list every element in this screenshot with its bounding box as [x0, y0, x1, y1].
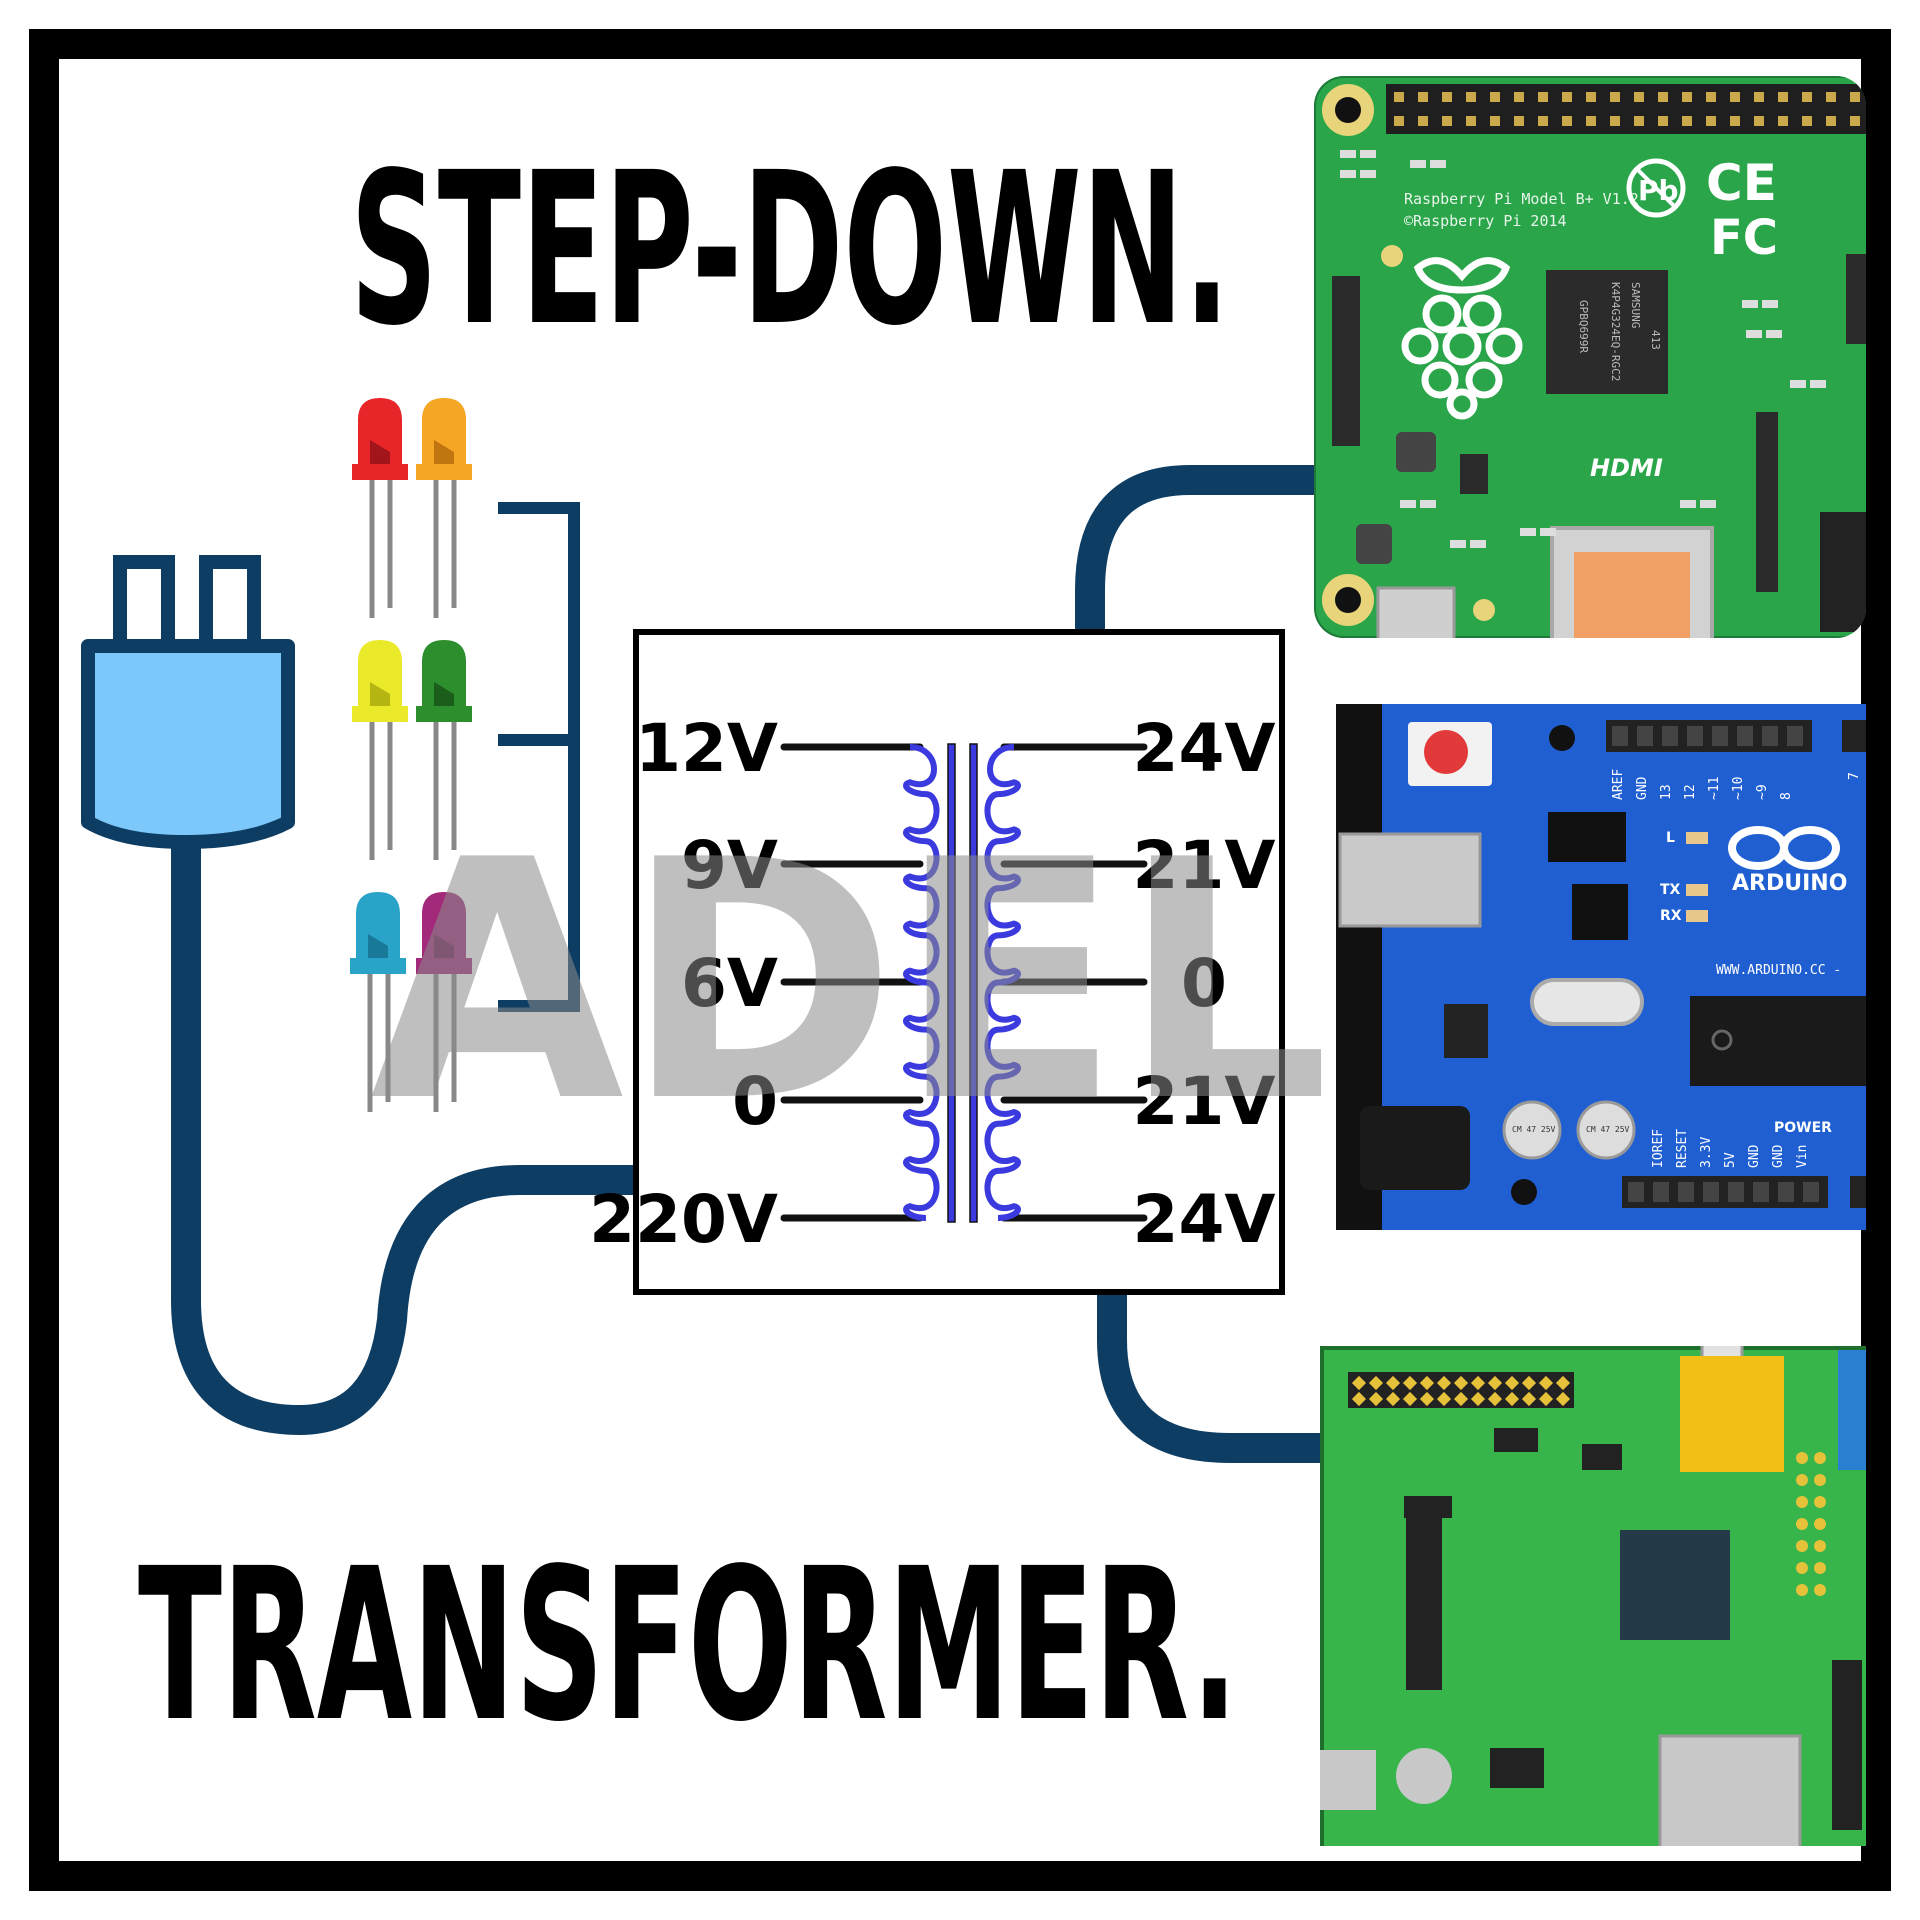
arduino-pin-label: IOREF — [1651, 1129, 1666, 1168]
power-cable — [171, 830, 655, 1436]
mcu-chip-small — [1572, 884, 1628, 940]
primary-voltage-label: 0 — [732, 1063, 778, 1140]
raspberry-pi-a — [1320, 1346, 1866, 1846]
arduino-pin-label: 8 — [1779, 792, 1794, 800]
header-bottom — [1622, 1176, 1828, 1208]
led-icon — [416, 398, 472, 618]
crystal — [1530, 978, 1644, 1026]
svg-text:K4P4G324EQ-RGC2: K4P4G324EQ-RGC2 — [1609, 282, 1622, 381]
led-icon — [352, 640, 408, 860]
svg-text:TX: TX — [1660, 882, 1681, 898]
svg-text:CM 47 25V: CM 47 25V — [1586, 1125, 1630, 1134]
secondary-coil — [984, 744, 1021, 1221]
svg-text:POWER: POWER — [1774, 1120, 1832, 1136]
watermark: ADEL — [370, 790, 1330, 1174]
transformer-box — [633, 629, 1285, 1295]
capacitor-left: CM 47 25V — [1502, 1100, 1562, 1160]
arduino-pin-label: Vin — [1795, 1145, 1810, 1168]
svg-text:CM 47 25V: CM 47 25V — [1512, 1125, 1556, 1134]
fc-mark: FC — [1710, 210, 1778, 266]
primary-voltage-label: 9V — [681, 827, 778, 904]
rpi-model-text: Raspberry Pi Model B+ V1.2 — [1404, 190, 1639, 208]
svg-text:GPBQ699R: GPBQ699R — [1577, 300, 1590, 353]
arduino-pin-label: 12 — [1683, 784, 1698, 800]
core-right — [969, 743, 978, 1223]
arduino-pin-label: ~9 — [1755, 784, 1770, 800]
arduino-pin-label: 3.3V — [1699, 1137, 1714, 1168]
led-icon — [350, 892, 406, 1112]
reset-button — [1408, 722, 1492, 786]
pb-free-icon: Pb — [1626, 158, 1686, 218]
svg-text:SAMSUNG: SAMSUNG — [1629, 282, 1642, 328]
header-top — [1606, 720, 1812, 752]
cable-to-rpi-bplus — [1075, 465, 1318, 632]
usb-b-port — [1338, 832, 1482, 928]
audio-jack — [1820, 512, 1866, 632]
hdmi-label: HDMI — [1590, 454, 1663, 482]
core-left — [947, 743, 956, 1223]
raspberry-logo — [1401, 257, 1523, 420]
title-step-down: STEP-DOWN. — [350, 127, 1230, 372]
arduino-uno: AREF GND 13 12 ~11 ~10 ~9 8 7 IOREF RESET 3.3V 5V GN… — [1336, 704, 1866, 1230]
secondary-voltage-label: 0 — [1181, 945, 1227, 1022]
arduino-pin-label: GND — [1747, 1144, 1762, 1168]
arduino-pin-label: 13 — [1659, 784, 1674, 800]
arduino-pin-label: AREF — [1611, 769, 1626, 800]
display-connector — [1406, 1500, 1442, 1690]
plug-icon — [81, 555, 295, 849]
led-icon — [416, 892, 472, 1112]
arduino-pin-label: ~11 — [1707, 777, 1722, 800]
dc-jack — [1360, 1106, 1470, 1190]
arduino-pin-label: GND — [1771, 1144, 1786, 1168]
led-icon — [352, 398, 408, 618]
rpi-copyright-text: ©Raspberry Pi 2014 — [1404, 212, 1567, 230]
primary-coil — [903, 744, 940, 1221]
cable-to-rpi-a — [1097, 1290, 1330, 1463]
secondary-voltage-label: 24V — [1133, 710, 1276, 787]
title-transformer: TRANSFORMER. — [138, 1523, 1238, 1768]
secondary-voltage-label: 21V — [1133, 827, 1276, 904]
led-icon — [416, 640, 472, 860]
svg-text:RX: RX — [1660, 908, 1682, 924]
arduino-pin-label: ~10 — [1731, 777, 1746, 800]
gpio-header — [1386, 84, 1866, 134]
usb-port — [1658, 1734, 1802, 1846]
soc-chip-a — [1620, 1530, 1730, 1640]
capacitor-right: CM 47 25V — [1576, 1100, 1636, 1160]
atmega-chip — [1690, 996, 1866, 1086]
primary-voltage-label: 220V — [589, 1181, 778, 1258]
arduino-brand: ARDUINO — [1732, 871, 1847, 896]
arduino-url: WWW.ARDUINO.CC - — [1716, 963, 1841, 978]
soc-chip — [1546, 270, 1668, 394]
arduino-pin-label: 7 — [1847, 772, 1862, 780]
secondary-voltage-label: 24V — [1133, 1181, 1276, 1258]
rca-connector — [1680, 1346, 1784, 1472]
arduino-pin-label: GND — [1635, 776, 1650, 800]
transformer-symbol — [780, 743, 1148, 1223]
svg-text:L: L — [1666, 830, 1675, 846]
primary-voltage-label: 12V — [635, 710, 778, 787]
led-group — [350, 398, 472, 1112]
arduino-infinity-logo — [1728, 826, 1840, 870]
micro-usb-port — [1376, 586, 1456, 638]
arduino-pin-label: 5V — [1723, 1152, 1738, 1168]
svg-text:413: 413 — [1649, 330, 1662, 350]
secondary-voltage-label: 21V — [1133, 1063, 1276, 1140]
ce-mark: CE — [1706, 154, 1777, 212]
raspberry-pi-bplus: Raspberry Pi Model B+ V1.2 ©Raspberry Pi… — [1314, 76, 1866, 638]
led-bracket — [498, 502, 580, 1012]
primary-voltage-label: 6V — [681, 945, 778, 1022]
outer-frame — [29, 29, 1891, 1891]
arduino-pin-label: RESET — [1675, 1129, 1690, 1168]
